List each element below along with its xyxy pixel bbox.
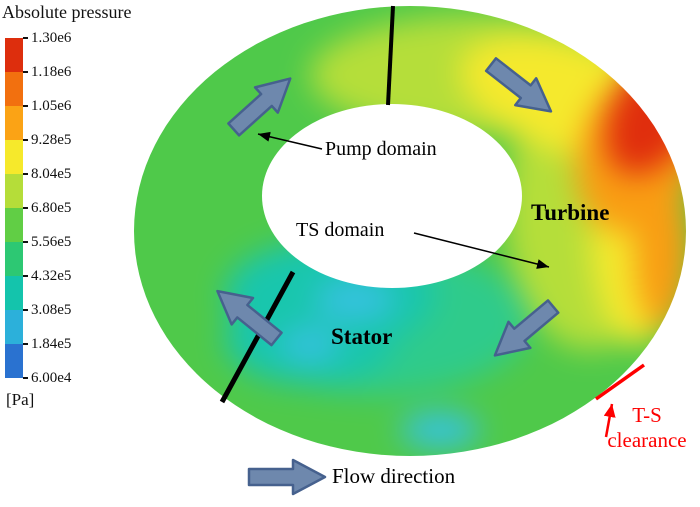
- pressure-legend: Absolute pressure 1.30e6 1.18e6 1.05e6 9.28…: [0, 0, 131, 420]
- contour-blob-cyan-stator2: [280, 327, 340, 363]
- legend-tick-mark: [23, 343, 28, 345]
- turbine-label: Turbine: [531, 200, 610, 225]
- legend-tick-mark: [23, 309, 28, 311]
- stator-label: Stator: [331, 324, 393, 349]
- legend-tick-label: 9.28e5: [31, 132, 72, 148]
- legend-tick-label: 8.04e5: [31, 166, 72, 182]
- ts-clearance-label-line1: T-S: [632, 403, 662, 427]
- contour-blob-orange-lower: [634, 170, 686, 330]
- ts-clearance-line: [594, 363, 646, 401]
- legend-tick-mark: [23, 173, 28, 175]
- legend-tick-mark: [23, 139, 28, 141]
- legend-color-band: [5, 174, 23, 208]
- legend-colorbar: [5, 38, 23, 378]
- legend-tick-label: 4.32e5: [31, 268, 72, 284]
- legend-tick-label: 6.00e4: [31, 370, 72, 386]
- legend-tick-mark: [23, 241, 28, 243]
- legend-tick-label: 1.84e5: [31, 336, 72, 352]
- legend-color-band: [5, 72, 23, 106]
- legend-color-band: [5, 208, 23, 242]
- legend-unit-label: [Pa]: [6, 390, 35, 409]
- legend-tick-label: 5.56e5: [31, 234, 72, 250]
- ts-clearance-label-line2: clearance: [607, 428, 687, 452]
- legend-color-band: [5, 276, 23, 310]
- legend-tick-label: 1.30e6: [31, 30, 72, 46]
- inner-hole: [262, 104, 522, 288]
- legend-tick-mark: [23, 37, 28, 39]
- ts-domain-pointer-arrow: [413, 232, 550, 269]
- ts-clearance-pointer-arrow: [603, 403, 616, 438]
- legend-tick-mark: [23, 377, 28, 379]
- legend-ticks: 1.30e6 1.18e6 1.05e6 9.28e5 8.04e5 6.80e5 5.56…: [23, 30, 107, 386]
- contour-blob-cyan-stator: [315, 278, 395, 322]
- legend-tick-label: 6.80e5: [31, 200, 72, 216]
- stator-pump-interface-line: [219, 270, 296, 404]
- legend-tick-mark: [23, 275, 28, 277]
- pump-turbine-interface-line: [386, 5, 395, 106]
- legend-color-band: [5, 310, 23, 344]
- legend-tick-mark: [23, 71, 28, 73]
- legend-tick-label: 1.05e6: [31, 98, 72, 114]
- flow-direction-label: Flow direction: [332, 464, 456, 488]
- contour-blob-cyan-bottom: [400, 412, 480, 448]
- flow-direction-legend-arrow: [247, 458, 327, 496]
- legend-title: Absolute pressure: [2, 2, 132, 22]
- legend-tick-mark: [23, 207, 28, 209]
- legend-color-band: [5, 106, 23, 140]
- legend-color-band: [5, 38, 23, 72]
- legend-color-band: [5, 344, 23, 378]
- legend-tick-label: 1.18e6: [31, 64, 72, 80]
- legend-color-band: [5, 242, 23, 276]
- pump-domain-pointer-arrow: [257, 131, 323, 150]
- legend-tick-mark: [23, 105, 28, 107]
- legend-color-band: [5, 140, 23, 174]
- pump-domain-label: Pump domain: [325, 138, 437, 160]
- ts-domain-label: TS domain: [296, 219, 385, 241]
- ts-clearance-label: T-S clearance: [588, 403, 700, 453]
- legend-tick-label: 3.08e5: [31, 302, 72, 318]
